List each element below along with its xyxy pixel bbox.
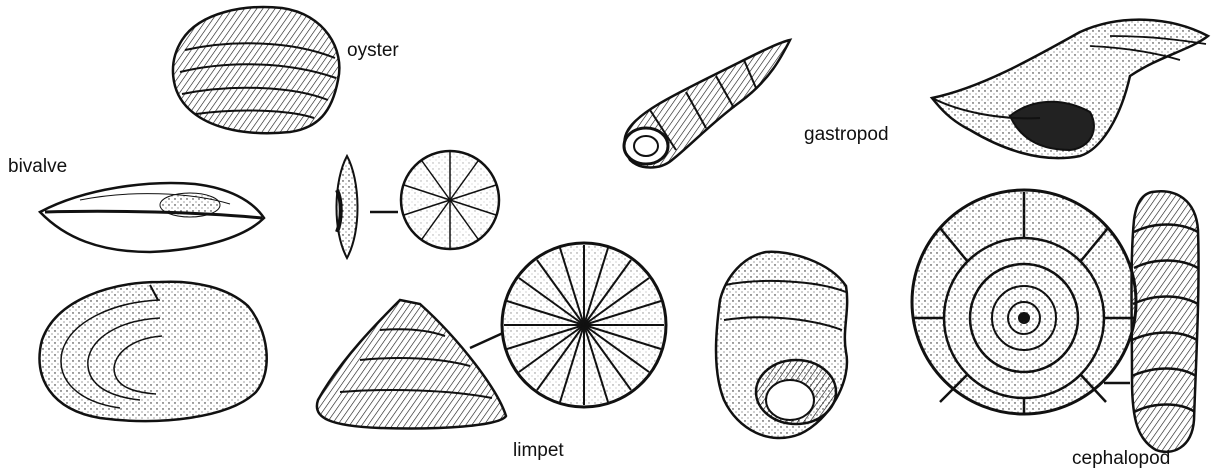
bivalve-top-view (40, 183, 264, 252)
oyster-shell (173, 7, 339, 133)
label-bivalve: bivalve (8, 156, 67, 178)
gastropod-shell-round (716, 252, 847, 438)
limpet-cone (317, 300, 506, 429)
limpet-small-disc (401, 151, 499, 249)
bivalve-side-view (39, 282, 266, 421)
label-oyster: oyster (347, 40, 399, 62)
limpet-large-disc (502, 243, 666, 407)
gastropod-spire (624, 40, 790, 168)
label-gastropod: gastropod (804, 124, 889, 146)
cephalopod-ammonite (912, 190, 1136, 414)
gastropod-whelk (932, 20, 1208, 158)
label-limpet: limpet (513, 440, 564, 462)
limpet-side-lens (336, 156, 398, 258)
label-cephalopod: cephalopod (1072, 448, 1170, 470)
